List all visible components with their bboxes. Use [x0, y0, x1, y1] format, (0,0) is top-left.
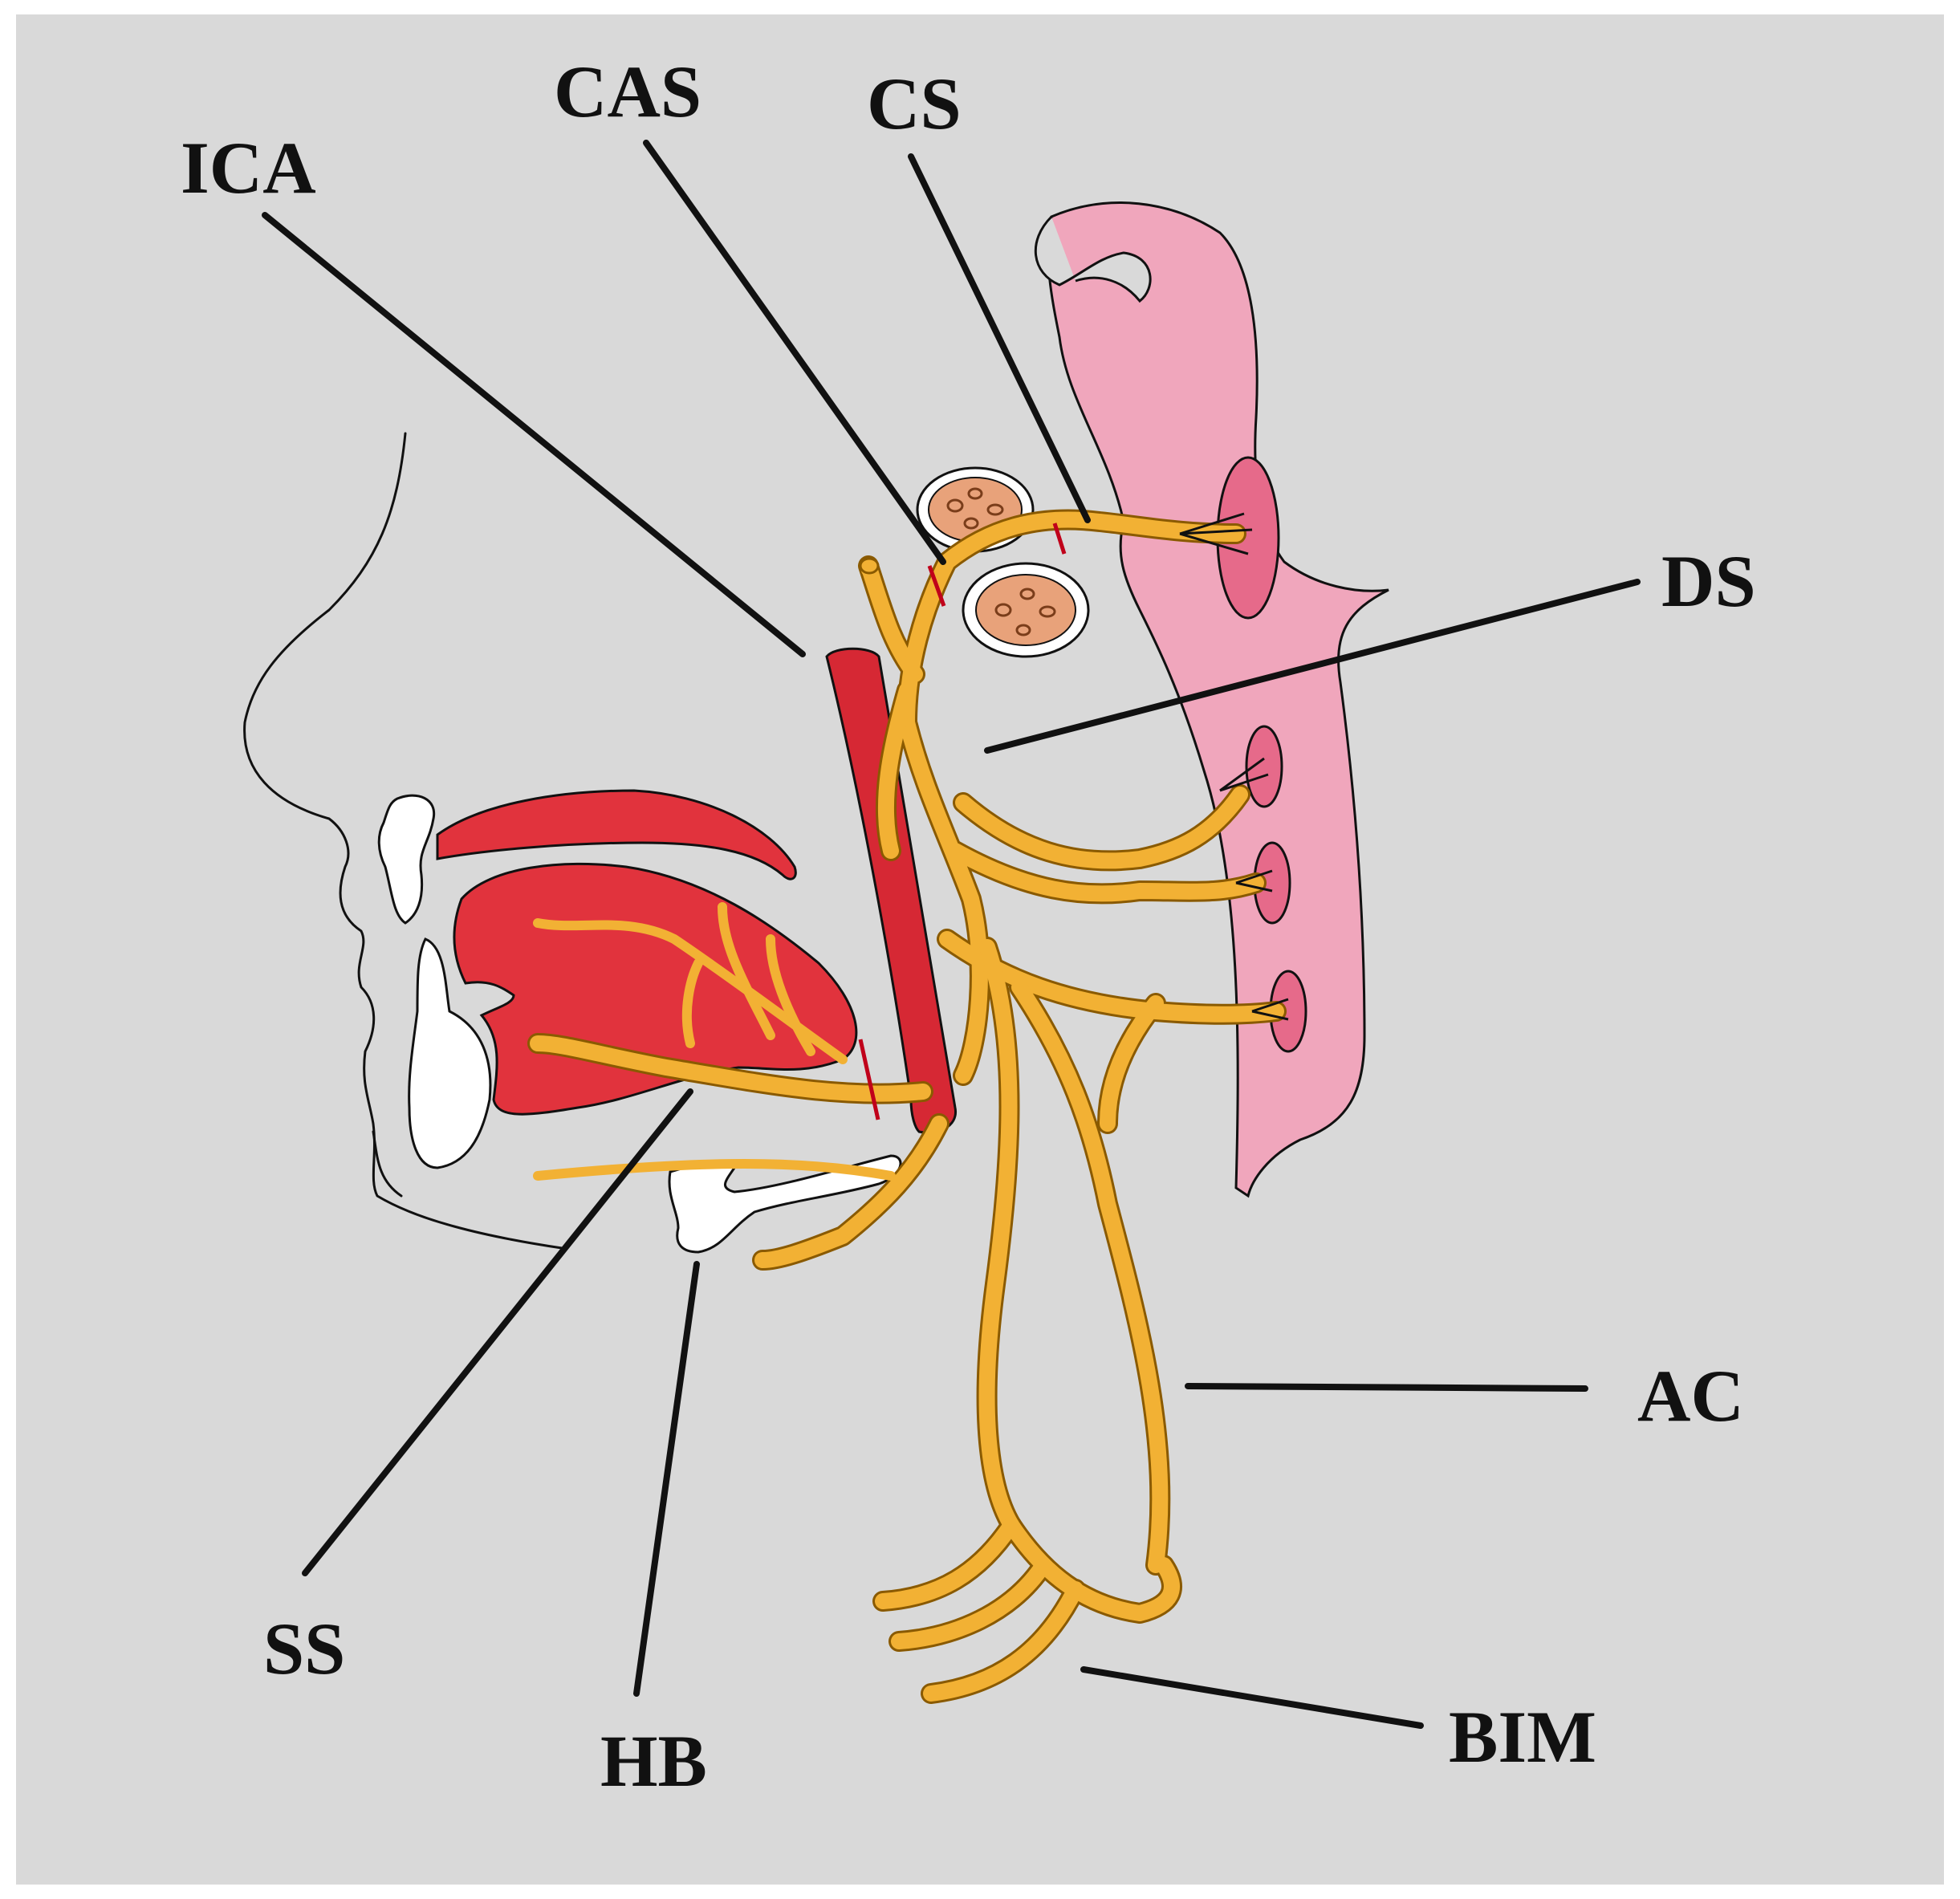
leader-hb: [633, 1261, 700, 1697]
face-profile-outline: [243, 432, 563, 1250]
hyoid-bone: [668, 1154, 902, 1254]
spinal-cord-fold: [1034, 215, 1152, 303]
bone-mandible-front: [408, 937, 492, 1169]
label-cas: CAS: [554, 51, 701, 132]
vertebra-lower: [962, 562, 1090, 658]
leader-ss: [302, 1088, 693, 1576]
ganglion-2: [1245, 725, 1283, 808]
label-hb: HB: [600, 1720, 707, 1802]
label-ica: ICA: [181, 127, 316, 209]
label-ss: SS: [263, 1608, 345, 1690]
leader-ac: [1185, 1383, 1588, 1392]
bone-upper: [377, 794, 436, 925]
face-profile-lower: [372, 1130, 403, 1198]
cut-mark-ss: [858, 1039, 880, 1120]
muscle-upper-band: [436, 789, 797, 880]
label-ds: DS: [1661, 540, 1756, 622]
leader-cs: [908, 153, 1091, 523]
label-cs: CS: [867, 63, 962, 144]
leader-cas: [643, 140, 946, 565]
cut-mark-cas: [927, 565, 946, 607]
cut-mark-cs: [1052, 523, 1067, 555]
internal-carotid-artery: [825, 647, 957, 1134]
spinal-cord: [1047, 201, 1389, 1198]
leader-bim: [1080, 1666, 1424, 1729]
leader-ica: [262, 212, 806, 657]
cut-marks: [858, 523, 1067, 1120]
leader-ds: [984, 579, 1641, 754]
label-ac: AC: [1637, 1355, 1744, 1437]
nerve-network: [527, 509, 1289, 1704]
label-bim: BIM: [1449, 1696, 1596, 1778]
